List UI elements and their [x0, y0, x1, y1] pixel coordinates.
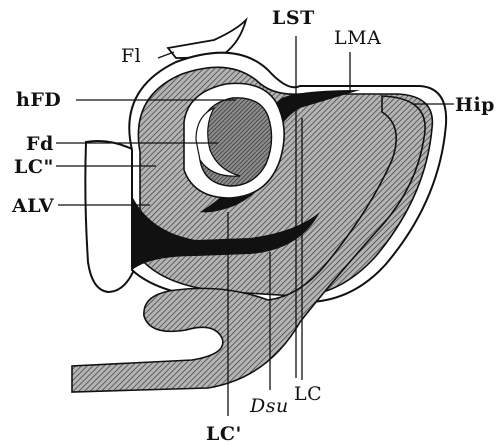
label-lc1: LC' — [206, 423, 242, 445]
label-alv: ALV — [11, 195, 55, 217]
label-lc: LC — [294, 383, 322, 405]
fimbria-shape — [168, 20, 246, 58]
ventricle-cavity — [85, 141, 134, 292]
label-hip: Hip — [455, 94, 495, 116]
label-lma: LMA — [334, 27, 381, 49]
label-dsu: Dsu — [249, 395, 289, 417]
leader-fi — [158, 52, 174, 58]
label-fi: Fl — [121, 45, 141, 67]
label-hfd: hFD — [16, 89, 61, 111]
label-lst: LST — [272, 7, 315, 29]
label-lc2: LC" — [14, 156, 54, 178]
label-fd: Fd — [26, 133, 54, 155]
